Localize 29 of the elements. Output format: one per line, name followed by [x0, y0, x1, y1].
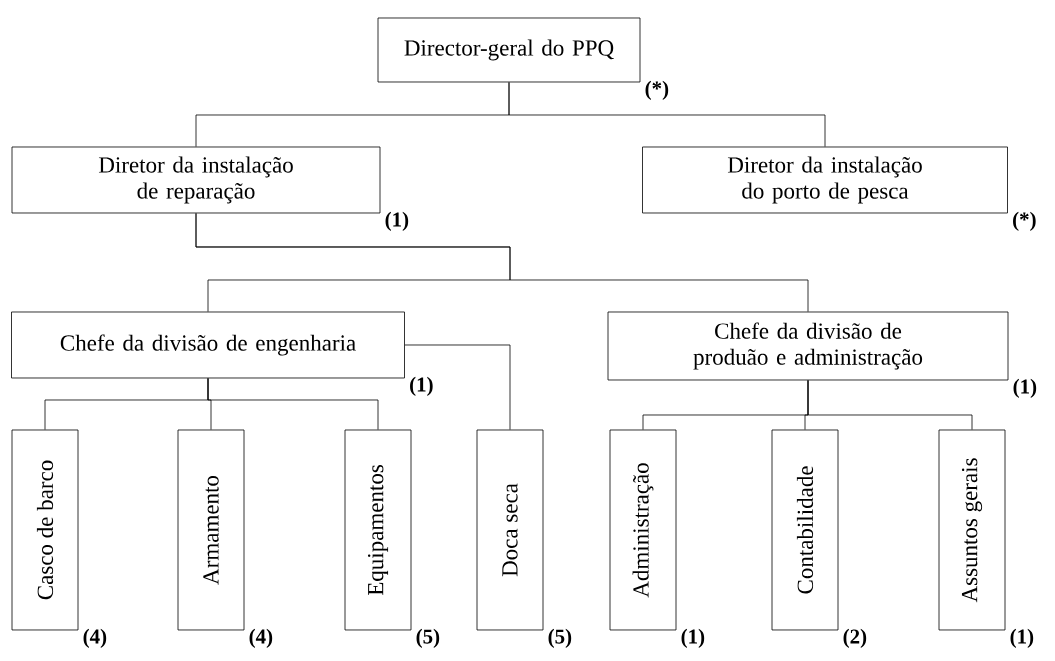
note-mark: (*)	[1013, 211, 1036, 231]
note-mark: (1)	[1010, 628, 1034, 648]
connector-line	[807, 380, 973, 430]
org-box: Diretor da instalação do porto de pesca	[642, 146, 1008, 214]
note-mark: (1)	[681, 628, 705, 648]
note-mark: (1)	[385, 211, 409, 231]
org-box: Armamento	[177, 429, 245, 631]
org-box: Assuntos gerais	[938, 429, 1006, 631]
org-box: Administração	[609, 429, 677, 631]
note-mark: (5)	[416, 628, 440, 648]
connector-line	[404, 344, 511, 430]
org-box: Doca seca	[476, 429, 544, 631]
connector-line	[207, 378, 379, 430]
org-box: Director-geral do PPQ	[377, 17, 641, 83]
connector-line	[508, 82, 826, 147]
note-mark: (5)	[548, 628, 572, 648]
org-box: Contabilidade	[771, 429, 839, 631]
note-mark: (1)	[1013, 378, 1037, 398]
org-box: Chefe da divisão de engenharia	[11, 311, 405, 379]
org-box: Chefe da divisão de produão e administração	[607, 311, 1009, 381]
connector-line	[195, 213, 809, 312]
org-box: Equipamentos	[344, 429, 412, 631]
note-mark: (1)	[410, 376, 433, 396]
org-box: Diretor da instalação de reparação	[11, 146, 381, 214]
note-mark: (4)	[83, 628, 107, 648]
org-box: Casco de barco	[11, 429, 79, 631]
note-mark: (*)	[645, 80, 669, 100]
note-mark: (4)	[249, 628, 273, 648]
note-mark: (2)	[843, 628, 867, 648]
